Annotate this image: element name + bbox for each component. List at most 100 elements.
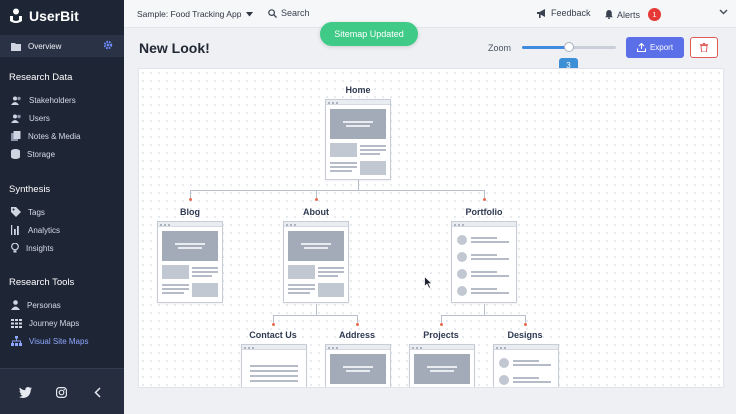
zoom-slider-thumb[interactable] (564, 42, 574, 52)
sidebar-item-journey-maps[interactable]: Journey Maps (11, 316, 79, 330)
project-selector[interactable]: Sample: Food Tracking App (137, 9, 254, 19)
connector-line (273, 315, 358, 316)
zoom-slider[interactable] (522, 42, 616, 52)
twitter-icon[interactable] (19, 385, 32, 403)
analytics-icon (11, 225, 19, 235)
journey-map-icon (11, 318, 22, 328)
connector-dot[interactable] (356, 323, 359, 326)
sidebar-item-label: Tags (28, 207, 45, 217)
alert-count-badge: 1 (648, 8, 662, 21)
page-node-about[interactable] (283, 221, 349, 303)
top-bar: Sample: Food Tracking App Search Feedbac… (124, 0, 736, 28)
node-label-home[interactable]: Home (345, 85, 371, 95)
brand[interactable]: UserBit (9, 6, 79, 26)
node-label-contact-us[interactable]: Contact Us (249, 330, 297, 340)
connector-line (441, 315, 526, 316)
connector-line (525, 315, 526, 325)
sidebar-item-label: Stakeholders (29, 95, 76, 105)
connector-line (357, 315, 358, 325)
page-node-address[interactable] (325, 344, 391, 387)
sidebar-item-label: Visual Site Maps (29, 336, 89, 346)
page-title[interactable]: New Look! (139, 40, 210, 56)
section-title-synthesis: Synthesis (9, 184, 51, 195)
sidebar-item-users[interactable]: Users (11, 111, 50, 125)
connector-dot[interactable] (189, 198, 192, 201)
search-label: Search (281, 8, 310, 18)
sidebar-item-label: Personas (27, 300, 61, 310)
sidebar-item-personas[interactable]: Personas (11, 298, 61, 312)
page-node-home[interactable] (325, 99, 391, 180)
sidebar-item-insights[interactable]: Insights (11, 241, 54, 255)
sidebar-item-label: Notes & Media (28, 131, 81, 141)
chevron-down-icon[interactable] (719, 9, 728, 15)
mouse-cursor-icon (424, 276, 433, 289)
bell-icon (605, 10, 613, 19)
database-icon (11, 149, 20, 159)
export-label: Export (649, 43, 674, 52)
sidebar-item-label: Overview (28, 41, 62, 51)
sidebar-item-label: Insights (26, 243, 54, 253)
connector-line (484, 304, 485, 316)
connector-dot[interactable] (524, 323, 527, 326)
alerts-button[interactable]: Alerts 1 (605, 8, 662, 21)
megaphone-icon (537, 8, 545, 18)
tags-icon (11, 207, 21, 217)
sidebar-item-stakeholders[interactable]: Stakeholders (11, 93, 76, 107)
persona-icon (11, 300, 20, 310)
upload-icon (636, 43, 646, 52)
connector-line (316, 304, 317, 316)
search-button[interactable]: Search (268, 8, 310, 18)
sidebar-item-overview[interactable]: Overview (0, 35, 124, 57)
node-label-about[interactable]: About (303, 207, 329, 217)
alerts-label: Alerts (617, 9, 641, 20)
connector-line (190, 190, 191, 200)
connector-line (190, 190, 485, 191)
sidebar-item-storage[interactable]: Storage (11, 147, 55, 161)
sitemap-icon (11, 336, 22, 346)
connector-line (441, 315, 442, 325)
brand-name: UserBit (29, 8, 79, 24)
export-button[interactable]: Export (626, 37, 684, 58)
sidebar-item-label: Journey Maps (29, 318, 80, 328)
folder-icon (11, 42, 21, 51)
delete-button[interactable] (690, 37, 718, 58)
instagram-icon[interactable] (56, 385, 68, 403)
userbit-logo-icon (10, 8, 22, 23)
node-label-address[interactable]: Address (338, 330, 375, 340)
page-node-blog[interactable] (157, 221, 223, 303)
sitemap-canvas[interactable]: Home Blog About (138, 68, 724, 388)
section-title-research-data: Research Data (9, 72, 73, 83)
connector-line (316, 190, 317, 200)
sidebar-footer (0, 368, 124, 414)
node-label-projects[interactable]: Projects (423, 330, 459, 340)
page-node-designs[interactable] (493, 344, 559, 387)
feedback-button[interactable]: Feedback (537, 8, 591, 18)
connector-line (358, 180, 359, 190)
sidebar-item-notes-media[interactable]: Notes & Media (11, 129, 80, 143)
stakeholders-icon (11, 96, 21, 105)
connector-dot[interactable] (483, 198, 486, 201)
notes-icon (11, 131, 21, 141)
page-node-contact-us[interactable] (241, 344, 307, 387)
gear-icon[interactable] (103, 40, 113, 50)
connector-dot[interactable] (315, 198, 318, 201)
sidebar-item-label: Users (29, 113, 50, 123)
toast-notification: Sitemap Updated (320, 22, 418, 46)
connector-dot[interactable] (440, 323, 443, 326)
zoom-label: Zoom (488, 43, 512, 53)
connector-dot[interactable] (272, 323, 275, 326)
sidebar-item-visual-site-maps[interactable]: Visual Site Maps (11, 334, 88, 348)
node-label-portfolio[interactable]: Portfolio (465, 207, 503, 217)
node-label-designs[interactable]: Designs (507, 330, 543, 340)
page-node-projects[interactable] (409, 344, 475, 387)
collapse-sidebar-icon[interactable] (94, 385, 101, 403)
sidebar-item-analytics[interactable]: Analytics (11, 223, 60, 237)
sidebar-item-tags[interactable]: Tags (11, 205, 45, 219)
node-label-blog[interactable]: Blog (180, 207, 200, 217)
connector-line (273, 315, 274, 325)
page-node-portfolio[interactable] (451, 221, 517, 303)
search-icon (268, 8, 277, 18)
sidebar: UserBit Overview Research Data Stakehold… (0, 0, 124, 414)
trash-icon (700, 43, 708, 52)
connector-line (484, 190, 485, 200)
